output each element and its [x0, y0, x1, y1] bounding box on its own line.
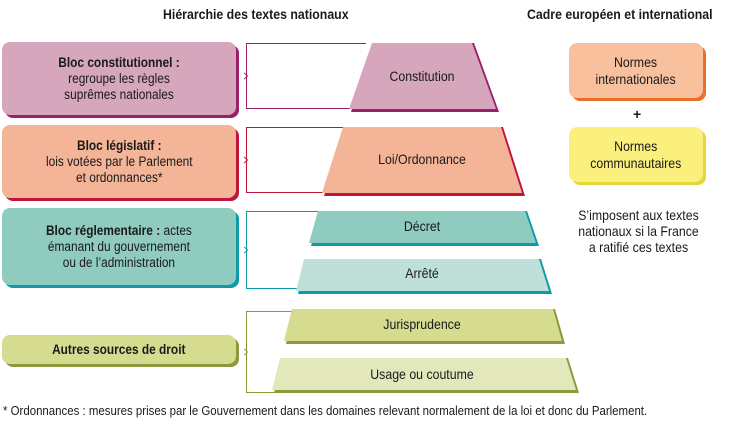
- bloc-autres-sources: Autres sources de droit: [2, 335, 236, 364]
- normes-communautaires-line1: Normes: [614, 137, 658, 154]
- brace-reglementaire: [246, 211, 321, 289]
- pyramid-tier-2: [309, 211, 536, 243]
- bloc-autres-sources-title: Autres sources de droit: [52, 341, 186, 357]
- footnote: * Ordonnances : mesures prises par le Go…: [3, 403, 648, 418]
- bloc-legislatif-line1: lois votées par le Parlement: [45, 153, 193, 169]
- normes-communautaires-box: Normes communautaires: [569, 127, 703, 182]
- normes-internationales-line1: Normes: [614, 53, 658, 70]
- bloc-legislatif-line2: et ordonnances*: [75, 169, 163, 185]
- european-note-line2: nationaux si la France: [577, 223, 699, 239]
- pyramid-label-loi: Loi/Ordonnance: [378, 151, 466, 167]
- normes-internationales-box: Normes internationales: [569, 43, 703, 98]
- pyramid-label-constitution: Constitution: [389, 68, 455, 84]
- pyramid-label-arrete: Arrêté: [405, 265, 439, 281]
- bloc-legislatif-title: Bloc législatif :: [76, 137, 162, 153]
- european-note-line3: a ratifié ces textes: [588, 239, 688, 255]
- pyramid-tier-3: [296, 259, 549, 291]
- normes-communautaires-line2: communautaires: [590, 154, 682, 171]
- bloc-reglementaire-suffix: actes: [160, 222, 192, 238]
- pyramid-tier-1: [322, 127, 522, 193]
- pyramid-label-usage: Usage ou coutume: [370, 366, 474, 382]
- brace-legislatif: [246, 127, 346, 193]
- normes-internationales-line2: internationales: [595, 70, 677, 87]
- bloc-legislatif: Bloc législatif : lois votées par le Par…: [2, 125, 236, 198]
- pyramid-label-decret: Décret: [403, 218, 441, 234]
- bloc-constitutionnel: Bloc constitutionnel : regroupe les règl…: [2, 42, 236, 115]
- bloc-constitutionnel-line1: regroupe les règles: [68, 70, 170, 86]
- pyramid-tier-5: [272, 358, 576, 390]
- bloc-reglementaire-line1: émanant du gouvernement: [47, 238, 190, 254]
- bloc-constitutionnel-line2: suprêmes nationales: [64, 86, 174, 102]
- european-framework-title: Cadre européen et international: [527, 6, 713, 22]
- plus-sign: +: [633, 106, 642, 122]
- bloc-reglementaire-title: Bloc réglementaire :: [46, 222, 161, 238]
- brace-autres-sources: [246, 311, 296, 393]
- bloc-reglementaire: Bloc réglementaire : actes émanant du go…: [2, 208, 236, 285]
- pyramid-tier-0: [349, 43, 496, 109]
- european-note: S’imposent aux textes nationaux si la Fr…: [558, 207, 718, 255]
- pyramid-tier-4: [284, 309, 562, 341]
- pyramid-label-jurisprudence: Jurisprudence: [383, 316, 461, 332]
- brace-constitutionnel: [246, 43, 366, 109]
- bloc-constitutionnel-title: Bloc constitutionnel :: [58, 54, 180, 70]
- national-hierarchy-title: Hiérarchie des textes nationaux: [163, 6, 349, 22]
- european-note-line1: S’imposent aux textes: [577, 207, 699, 223]
- bloc-reglementaire-line2: ou de l’administration: [62, 254, 176, 270]
